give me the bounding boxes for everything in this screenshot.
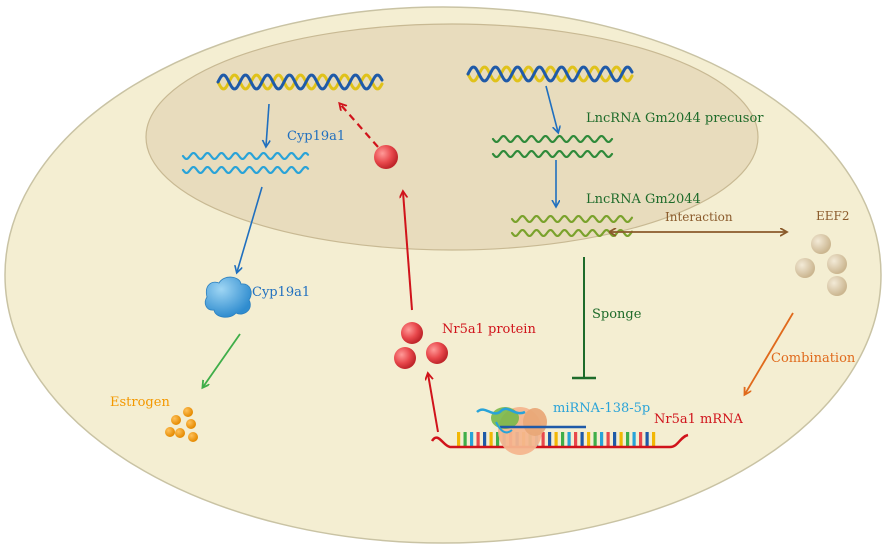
cyp19a1-mrna-icon xyxy=(181,151,310,175)
nr5a1-translation-arrow xyxy=(428,374,439,433)
eef2-label: EEF2 xyxy=(816,209,849,223)
translation-arrow-cyp19a1 xyxy=(237,186,263,272)
nr5a1-protein-sphere xyxy=(394,347,416,369)
eef2-sphere xyxy=(795,258,815,278)
combination-arrow xyxy=(745,312,794,394)
nr5a1-mrna-label: Nr5a1 mRNA xyxy=(654,412,744,427)
nr5a1-protein-sphere xyxy=(401,322,423,344)
combination-label: Combination xyxy=(771,351,856,366)
nr5a1-nuclear-import-arrow xyxy=(403,192,413,311)
cyp19a1-protein-icon xyxy=(204,276,252,318)
eef2-sphere xyxy=(827,254,847,274)
nr5a1-protein-sphere xyxy=(426,342,448,364)
estrogen-molecules-icon xyxy=(165,407,198,442)
sponge-label: Sponge xyxy=(592,307,642,322)
ribosome-mirna-complex-icon xyxy=(476,407,586,455)
lncrna-precursor-icon xyxy=(491,134,614,159)
estrogen-synthesis-arrow xyxy=(203,333,241,387)
mirna-label: miRNA-138-5p xyxy=(553,401,650,416)
nr5a1-binding-arrow-dashed xyxy=(340,104,379,148)
lncrna-gene-dna-icon xyxy=(466,65,634,83)
eef2-sphere xyxy=(827,276,847,296)
estrogen-label: Estrogen xyxy=(110,395,170,410)
transcription-arrow-lncrna xyxy=(545,85,558,132)
eef2-sphere xyxy=(811,234,831,254)
nr5a1-mrna-strand-icon xyxy=(430,432,689,449)
transcription-arrow-cyp19a1 xyxy=(266,103,269,146)
nr5a1-protein-label: Nr5a1 protein xyxy=(442,322,536,337)
cyp19a1-gene-label: Cyp19a1 xyxy=(287,129,345,144)
interaction-label: Interaction xyxy=(665,210,733,224)
cyp19a1-gene-dna-icon xyxy=(216,73,384,91)
nr5a1-protein-nuclear-sphere xyxy=(374,145,398,169)
lncrna-mature-label: LncRNA Gm2044 xyxy=(586,192,701,207)
lncrna-precursor-label: LncRNA Gm2044 precusor xyxy=(586,111,764,126)
cyp19a1-protein-label: Cyp19a1 xyxy=(252,285,310,300)
